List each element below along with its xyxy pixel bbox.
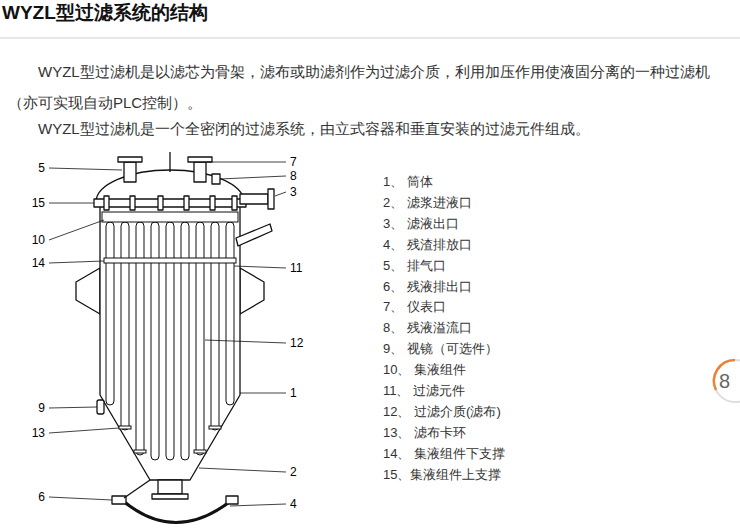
part-list-item: 10、 集液组件 bbox=[383, 361, 466, 379]
callout-number: 6 bbox=[25, 490, 45, 504]
part-list-item: 2、 滤浆进液口 bbox=[383, 194, 472, 212]
part-list-item: 6、 残液排出口 bbox=[383, 278, 472, 296]
drain-flange bbox=[112, 496, 126, 504]
drain-flange bbox=[226, 496, 238, 504]
callout-number: 4 bbox=[290, 497, 297, 511]
leader-line bbox=[230, 504, 286, 506]
leader-line bbox=[49, 168, 122, 170]
instrument-nozzle bbox=[194, 162, 206, 182]
part-list-item: 5、 排气口 bbox=[383, 257, 446, 275]
part-list-item: 7、 仪表口 bbox=[383, 298, 446, 316]
filter-tube bbox=[106, 222, 114, 405]
vessel-dome bbox=[96, 170, 244, 202]
side-pipe bbox=[236, 224, 272, 246]
callout-number: 11 bbox=[290, 261, 302, 275]
part-list-item: 8、 残液溢流口 bbox=[383, 319, 472, 337]
pipe-flange bbox=[268, 189, 274, 209]
nozzle-flange bbox=[118, 157, 142, 162]
cloth-ring bbox=[119, 426, 131, 429]
vessel bbox=[76, 152, 274, 523]
leader-line bbox=[205, 340, 286, 343]
filter-tube bbox=[196, 222, 204, 455]
callout-number: 13 bbox=[25, 426, 45, 440]
leader-line bbox=[49, 407, 97, 408]
filter-elements bbox=[102, 212, 238, 460]
callout-number: 14 bbox=[25, 256, 45, 270]
leader-line bbox=[275, 192, 286, 196]
filter-tube bbox=[226, 222, 234, 405]
bottom-support-ring bbox=[122, 500, 232, 523]
title-rule bbox=[0, 38, 740, 39]
sight-glass bbox=[97, 400, 104, 414]
badge-number: 8 bbox=[719, 370, 730, 392]
cloth-ring bbox=[134, 450, 146, 453]
filter-tube bbox=[136, 222, 144, 455]
callout-number: 9 bbox=[25, 401, 45, 415]
callout-number: 2 bbox=[290, 465, 297, 479]
leader-line bbox=[240, 393, 286, 394]
part-list-item: 13、 滤布卡环 bbox=[383, 424, 466, 442]
cloth-ring bbox=[194, 450, 206, 453]
callout-number: 8 bbox=[290, 169, 297, 183]
badge-circle bbox=[714, 360, 740, 402]
leader-lines bbox=[49, 162, 286, 506]
lift-lug bbox=[169, 152, 170, 172]
part-list-item: 14、 集液组件下支撑 bbox=[383, 445, 505, 463]
leader-line bbox=[49, 261, 104, 263]
callout-number: 1 bbox=[290, 386, 297, 400]
bolt bbox=[184, 196, 189, 210]
leader-line bbox=[199, 468, 286, 472]
nozzle-flange bbox=[188, 157, 212, 162]
collector-header bbox=[102, 212, 238, 222]
callout-number: 12 bbox=[290, 336, 303, 350]
filtrate-pipe bbox=[240, 194, 268, 204]
leader-line bbox=[49, 203, 94, 204]
support-lug bbox=[240, 268, 264, 314]
outlet-flange bbox=[152, 494, 188, 499]
part-list-item: 12、 过滤介质(滤布) bbox=[383, 403, 501, 421]
lower-support bbox=[104, 258, 236, 263]
part-list-item: 4、 残渣排放口 bbox=[383, 236, 472, 254]
leader-line bbox=[207, 162, 286, 163]
vessel-shell bbox=[100, 205, 240, 480]
part-list-item: 15、集液组件上支撑 bbox=[383, 466, 501, 484]
filter-tube bbox=[211, 222, 219, 430]
support-lug bbox=[76, 268, 100, 314]
filter-tube bbox=[121, 222, 129, 430]
callout-number: 3 bbox=[290, 185, 297, 199]
bolt bbox=[104, 196, 109, 210]
part-list-item: 11、 过滤元件 bbox=[383, 382, 465, 400]
callout-number: 15 bbox=[25, 196, 45, 210]
overflow-nozzle bbox=[212, 174, 220, 184]
bolt bbox=[130, 196, 135, 210]
bottom-outlet bbox=[158, 480, 182, 494]
part-list-item: 3、 滤液出口 bbox=[383, 215, 459, 233]
callout-number: 7 bbox=[290, 155, 297, 169]
dome-flange bbox=[94, 199, 246, 207]
leader-line bbox=[49, 220, 104, 240]
intro-paragraph: WYZL型过滤机是一个全密闭的过滤系统，由立式容器和垂直安装的过滤元件组成。 bbox=[8, 113, 738, 144]
leader-line bbox=[49, 497, 112, 500]
leader-line bbox=[49, 428, 119, 433]
callout-number: 5 bbox=[25, 161, 45, 175]
vent-nozzle bbox=[124, 162, 136, 182]
part-list-item: 9、 视镜（可选件） bbox=[383, 340, 498, 358]
drain-pipe bbox=[124, 480, 150, 498]
bolt bbox=[232, 196, 237, 210]
page-title: WYZL型过滤系统的结构 bbox=[2, 0, 208, 26]
callout-number: 10 bbox=[25, 233, 45, 247]
leader-line bbox=[234, 266, 286, 268]
part-list-item: 1、 筒体 bbox=[383, 173, 433, 191]
leader-line bbox=[220, 176, 286, 179]
bolt bbox=[158, 196, 163, 210]
cloth-ring bbox=[209, 426, 221, 429]
bolt bbox=[210, 196, 215, 210]
intro-paragraph: WYZL型过滤机是以滤芯为骨架，滤布或助滤剂作为过滤介质，利用加压作用使液固分离… bbox=[8, 56, 738, 118]
